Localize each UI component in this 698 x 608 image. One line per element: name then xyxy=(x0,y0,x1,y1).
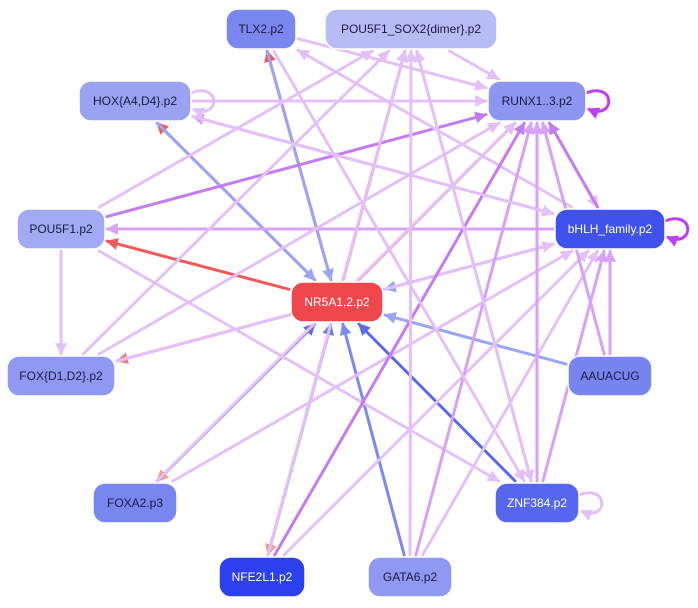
nodes-layer: TLX2.p2 POU5F1_SOX2{dimer}.p2HOX{A4,D4}.p… xyxy=(6,8,666,598)
edge-bhlh-to-tlx2 xyxy=(296,48,574,209)
edge-gata6-to-nr5a xyxy=(339,322,406,557)
node-label: bHLH_family.p2 xyxy=(568,222,653,236)
node-box xyxy=(487,80,587,122)
node-hox[interactable]: HOX{A4,D4}.p2 xyxy=(78,80,192,122)
node-pou5f1[interactable]: POU5F1.p2 xyxy=(16,208,106,250)
node-box xyxy=(494,482,580,524)
node-box xyxy=(324,8,498,50)
node-label: RUNX1..3.p2 xyxy=(502,94,573,108)
node-label: POU5F1_SOX2{dimer}.p2 xyxy=(341,22,481,36)
node-label: NFE2L1.p2 xyxy=(232,570,293,584)
edge-foxa2-to-bhlh xyxy=(171,249,574,483)
edge-nfe2l1-to-runx xyxy=(273,121,526,557)
node-box xyxy=(554,208,666,250)
node-tlx2[interactable]: TLX2.p2 xyxy=(225,8,297,50)
node-nr5a[interactable]: NR5A1,2.p2 xyxy=(290,281,384,323)
edge-pou5f1_sox2-to-znf384 xyxy=(415,49,535,483)
node-box xyxy=(567,355,653,397)
edge-hox-to-bhlh xyxy=(191,115,555,217)
node-label: FOXA2.p3 xyxy=(107,496,163,510)
edge-gata6-to-runx xyxy=(414,121,535,557)
node-box xyxy=(218,556,306,598)
node-pou5f1_sox2[interactable]: POU5F1_SOX2{dimer}.p2 xyxy=(324,8,498,50)
self-loop-znf384 xyxy=(578,491,604,521)
edge-auacug-to-nr5a xyxy=(383,312,568,366)
self-loops-layer xyxy=(190,89,690,521)
node-runx[interactable]: RUNX1..3.p2 xyxy=(487,80,587,122)
node-box xyxy=(367,556,453,598)
self-loop-bhlh xyxy=(664,217,690,247)
node-foxa2[interactable]: FOXA2.p3 xyxy=(92,482,178,524)
node-label: TLX2.p2 xyxy=(238,22,284,36)
edge-bhlh-to-runx xyxy=(548,121,599,209)
edge-fox-to-runx xyxy=(97,121,501,356)
node-box xyxy=(92,482,178,524)
node-label: AAUACUG xyxy=(580,369,639,383)
node-label: ZNF384.p2 xyxy=(507,496,567,510)
edge-fox-to-pou5f1_sox2 xyxy=(81,49,391,356)
node-nfe2l1[interactable]: NFE2L1.p2 xyxy=(218,556,306,598)
node-gata6[interactable]: GATA6.p2 xyxy=(367,556,453,598)
node-bhlh[interactable]: bHLH_family.p2 xyxy=(554,208,666,250)
node-box xyxy=(16,208,106,250)
self-loop-runx xyxy=(585,89,611,119)
node-label: NR5A1,2.p2 xyxy=(304,295,370,309)
edge-pou5f1-to-runx xyxy=(105,111,488,219)
edge-pou5f1-to-znf384 xyxy=(97,249,501,483)
edges-layer xyxy=(55,37,616,557)
node-label: POU5F1.p2 xyxy=(29,222,93,236)
node-label: FOX{D1,D2}.p2 xyxy=(19,369,103,383)
node-fox[interactable]: FOX{D1,D2}.p2 xyxy=(6,355,116,397)
node-znf384[interactable]: ZNF384.p2 xyxy=(494,482,580,524)
node-box xyxy=(290,281,384,323)
edge-pou5f1_sox2-to-runx xyxy=(448,49,500,81)
self-loop-hox xyxy=(190,89,216,119)
node-box xyxy=(6,355,116,397)
node-box xyxy=(225,8,297,50)
node-auacug[interactable]: AAUACUG xyxy=(567,355,653,397)
edge-gata6-to-pou5f1_sox2 xyxy=(404,49,417,557)
edge-nr5a-to-pou5f1 xyxy=(105,238,291,291)
node-label: GATA6.p2 xyxy=(383,570,438,584)
node-label: HOX{A4,D4}.p2 xyxy=(93,94,177,108)
node-box xyxy=(78,80,192,122)
